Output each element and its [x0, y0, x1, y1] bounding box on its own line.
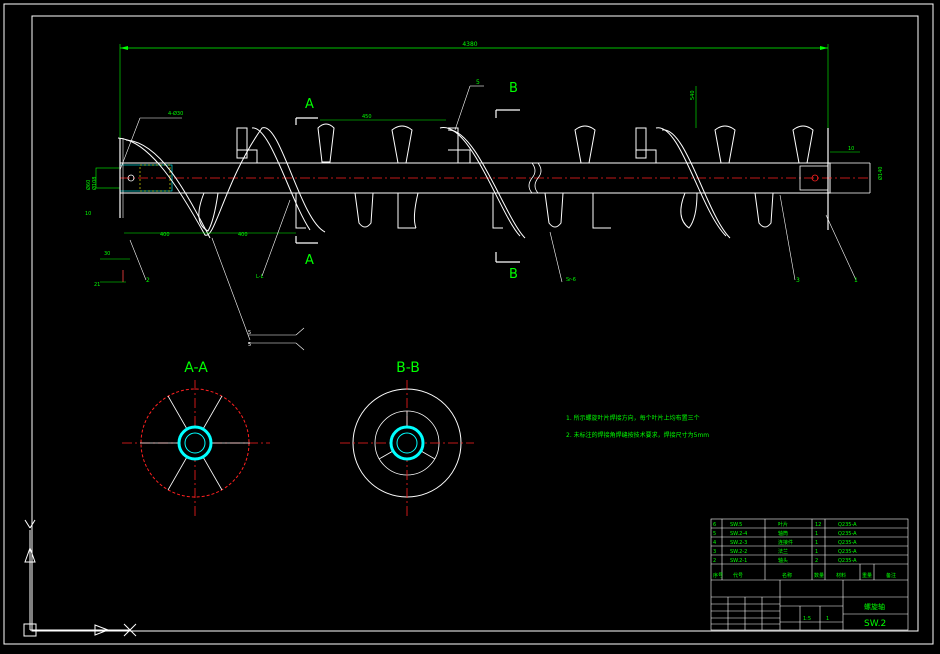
parts-row-mat: Q235-A — [838, 522, 857, 528]
parts-row-name: 轴筒 — [778, 530, 788, 537]
drawing-code: SW.2 — [864, 619, 886, 629]
flight-height-dim: 540 — [690, 90, 696, 100]
parts-row-name: 轴头 — [778, 557, 788, 564]
left-dim-dia60: Ø60 — [85, 180, 92, 190]
left-dim-30: 30 — [104, 251, 110, 257]
pitch-dim: 450 — [362, 114, 372, 120]
hdr-remark: 备注 — [886, 572, 896, 579]
parts-row-mat: Q235-A — [838, 549, 857, 555]
section-b-title: B-B — [396, 360, 420, 376]
inner-frame — [31, 15, 919, 632]
section-mark-b-bottom: B — [509, 267, 518, 282]
parts-row-code: SW.2-4 — [730, 531, 747, 537]
left-dim-dia108: Ø108 — [91, 177, 98, 190]
left-dim-400b: 400 — [238, 232, 248, 238]
balloon-3: 2 — [146, 277, 150, 284]
label-sr6: Sr-6 — [566, 277, 576, 283]
balloon-1: 1 — [854, 277, 858, 284]
title-block — [710, 518, 909, 631]
hdr-name: 名称 — [782, 572, 792, 579]
hdr-code: 代号 — [733, 572, 743, 579]
tech-note-1: 1. 所示螺旋叶片焊接方向，每个叶片上均布置三个 — [566, 414, 700, 422]
parts-row-name: 连接件 — [778, 539, 793, 546]
parts-row-no: 3 — [713, 549, 716, 555]
section-a-a: A-A — [122, 360, 270, 516]
weld-note-1: 5 — [248, 330, 251, 336]
right-offset-dim: 10 — [848, 146, 854, 152]
drawing-scale: 1:5 — [803, 616, 811, 622]
section-mark-b-top: B — [509, 81, 518, 96]
left-dim-21: 21 — [94, 282, 100, 288]
section-mark-a-bottom: A — [305, 253, 314, 268]
parts-row-mat: Q235-A — [838, 540, 857, 546]
left-dim-10: 10 — [85, 211, 91, 217]
right-diameter-dim: Ø140 — [877, 167, 884, 180]
hdr-weight: 重量 — [862, 572, 872, 579]
balloon-5: 5 — [476, 79, 480, 86]
ucs-axis-icon — [23, 519, 137, 637]
weld-note-2: 5 — [248, 342, 251, 348]
parts-row-code: SW.2-2 — [730, 549, 747, 555]
parts-row-mat: Q235-A — [838, 558, 857, 564]
tech-note-2: 2. 未标注的焊接角焊缝按技术要求，焊接尺寸为5mm — [566, 431, 709, 439]
parts-row-qty: 1 — [815, 531, 818, 537]
outer-frame — [3, 3, 934, 645]
hdr-no: 序号 — [713, 572, 723, 579]
drawing-name: 螺旋轴 — [864, 602, 885, 611]
left-dim-hole: 4-Ø30 — [168, 110, 183, 117]
drawing-sheet: 1 — [826, 616, 829, 622]
parts-row-no: 4 — [713, 540, 716, 546]
parts-row-qty: 1 — [815, 549, 818, 555]
parts-row-mat: Q235-A — [838, 531, 857, 537]
parts-row-code: SW.5 — [730, 522, 742, 528]
hdr-mat: 材料 — [836, 572, 846, 579]
section-b-b: B-B — [340, 360, 474, 516]
section-a-title: A-A — [184, 360, 208, 376]
parts-row-name: 法兰 — [778, 548, 788, 555]
parts-row-no: 2 — [713, 558, 716, 564]
section-mark-a-top: A — [305, 97, 314, 112]
overall-length-dim: 4380 — [462, 41, 477, 48]
parts-row-no: 5 — [713, 531, 716, 537]
label-ll: L-L — [256, 274, 264, 280]
hdr-qty: 数量 — [814, 572, 824, 579]
left-dim-400a: 400 — [160, 232, 170, 238]
parts-row-qty: 2 — [815, 558, 818, 564]
parts-row-code: SW.2-3 — [730, 540, 747, 546]
shaft-main-view: 4380 Ø140 10 — [85, 41, 884, 351]
parts-row-name: 叶片 — [778, 521, 788, 528]
balloon-2: 3 — [796, 277, 800, 284]
parts-row-qty: 1 — [815, 540, 818, 546]
parts-row-code: SW.2-1 — [730, 558, 747, 564]
parts-row-qty: 12 — [815, 522, 821, 528]
parts-row-no: 6 — [713, 522, 716, 528]
